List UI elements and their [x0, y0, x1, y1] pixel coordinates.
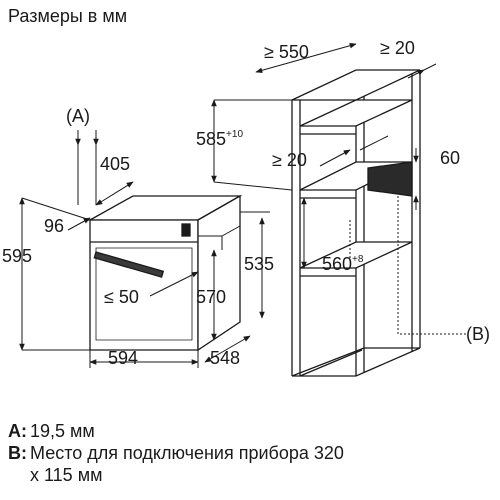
- dim-shelf-gap: ≥ 20: [272, 150, 307, 170]
- oven-handle: [93, 251, 165, 278]
- oven-drawing: [87, 194, 243, 352]
- dim-front-depth: 405: [100, 154, 130, 174]
- vent-opening: [367, 161, 413, 197]
- legend: A: 19,5 мм B: Место для подключения приб…: [8, 420, 344, 486]
- dim-niche-height: 560+8: [322, 254, 364, 274]
- dim-oven-height: 595: [2, 246, 32, 266]
- legend-key-b: B:: [8, 443, 27, 463]
- dim-door-gap: ≤ 50: [104, 287, 139, 307]
- page-title: Размеры в мм: [8, 6, 128, 26]
- legend-key-a: A:: [8, 421, 27, 441]
- dim-inner-width: 570: [196, 287, 226, 307]
- legend-item-a: A: 19,5 мм: [8, 420, 344, 442]
- legend-item-b: B: Место для подключения прибора 320: [8, 442, 344, 464]
- dim-niche-depth-tolerance: +10: [226, 129, 243, 140]
- dim-niche-depth-base: 585: [196, 129, 226, 149]
- dim-vent-height: 60: [440, 148, 460, 168]
- dim-inner-height: 535: [244, 254, 274, 274]
- dim-niche-height-tolerance: +8: [352, 254, 364, 265]
- dim-oven-width: 594: [108, 348, 138, 368]
- dim-niche-height-base: 560: [322, 254, 352, 274]
- dim-niche-depth: 585+10: [196, 129, 243, 149]
- legend-text-b-continuation: x 115 мм: [30, 465, 103, 485]
- oven-front-face: [89, 219, 199, 351]
- legend-text-b: Место для подключения прибора 320: [30, 443, 344, 463]
- legend-text-a: 19,5 мм: [30, 421, 95, 441]
- dim-cabinet-depth: ≥ 550: [264, 42, 309, 62]
- control-knob: [181, 223, 191, 237]
- oven-side-face: [197, 194, 241, 352]
- oven-window: [95, 247, 193, 341]
- dim-panel-thickness: 96: [44, 216, 64, 236]
- dim-rear-gap: ≥ 20: [380, 38, 415, 58]
- callout-a: (A): [66, 106, 90, 126]
- dim-oven-depth: 548: [210, 348, 240, 368]
- callout-b: (B): [466, 324, 490, 344]
- cabinet-drawing: [291, 69, 421, 377]
